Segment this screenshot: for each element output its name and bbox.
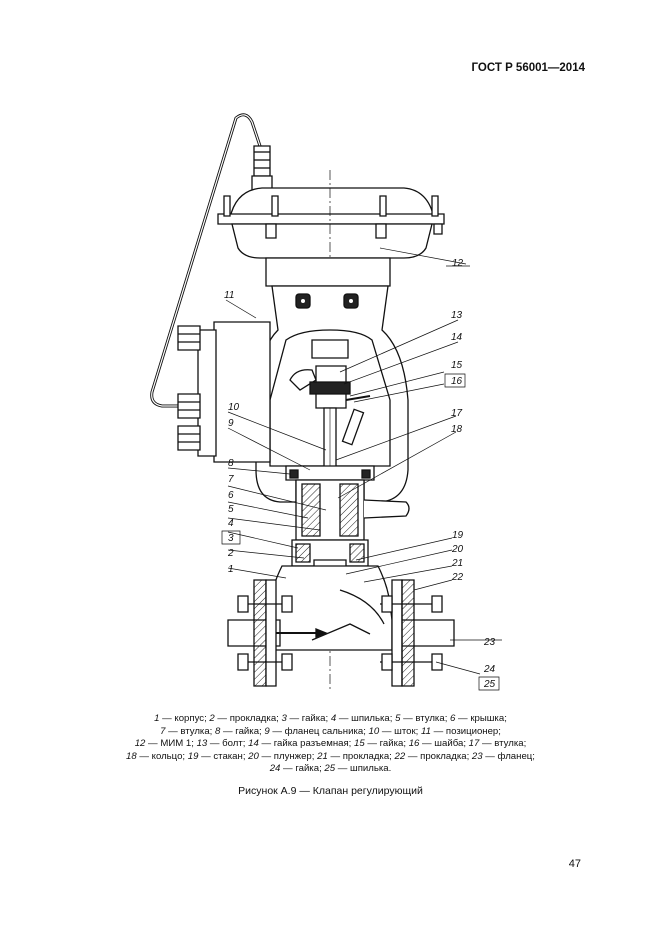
callout-2: 2 [227,548,234,559]
callout-25: 25 [483,679,496,690]
callout-16: 16 [451,376,463,387]
standard-code: ГОСТ Р 56001—2014 [471,62,585,74]
legend-line: 18 — кольцо; 19 — стакан; 20 — плунжер; … [126,750,535,762]
callout-22: 22 [451,572,464,583]
legend-line: 12 — МИМ 1; 13 — болт; 14 — гайка разъем… [134,738,527,750]
callout-6: 6 [228,490,234,501]
gland-flange [286,466,374,480]
callout-7: 7 [228,474,234,485]
legend-line: 24 — гайка; 25 — шпилька. [269,763,392,775]
callout-15: 15 [451,360,463,371]
callout-20: 20 [451,544,464,555]
page-number: 47 [568,858,581,870]
actuator-neck [266,258,390,286]
callout-21: 21 [451,558,463,569]
callout-5: 5 [228,504,234,515]
right-flange [392,580,402,686]
callout-14: 14 [451,332,463,343]
legend-line: 7 — втулка; 8 — гайка; 9 — фланец сальни… [160,725,501,737]
legend-line: 1 — корпус; 2 — прокладка; 3 — гайка; 4 … [154,713,507,724]
actuator-lower-cover [232,224,432,258]
callout-12: 12 [452,258,464,269]
callout-11: 11 [224,290,234,301]
left-flange [254,580,266,686]
callout-labels: 12 11 13 14 15 16 17 18 10 9 8 7 6 5 4 3… [222,258,499,690]
callout-3: 3 [228,533,234,544]
callout-1: 1 [228,564,234,575]
callout-9: 9 [228,418,234,429]
tube-fitting [254,146,270,176]
callout-10: 10 [228,402,240,413]
callout-4: 4 [228,518,234,529]
callout-23: 23 [483,637,496,648]
positioner-fittings [178,326,200,450]
callout-13: 13 [451,310,463,321]
positioner [214,322,270,462]
callout-8: 8 [228,458,234,469]
callout-19: 19 [452,530,464,541]
callout-24: 24 [483,664,496,675]
figure-caption: Рисунок А.9 — Клапан регулирующий [238,785,423,797]
figure-legend: 1 — корпус; 2 — прокладка; 3 — гайка; 4 … [60,713,601,776]
leader-lines [226,248,502,674]
actuator-bolts [224,196,442,238]
callout-17: 17 [451,408,463,419]
callout-18: 18 [451,424,463,435]
